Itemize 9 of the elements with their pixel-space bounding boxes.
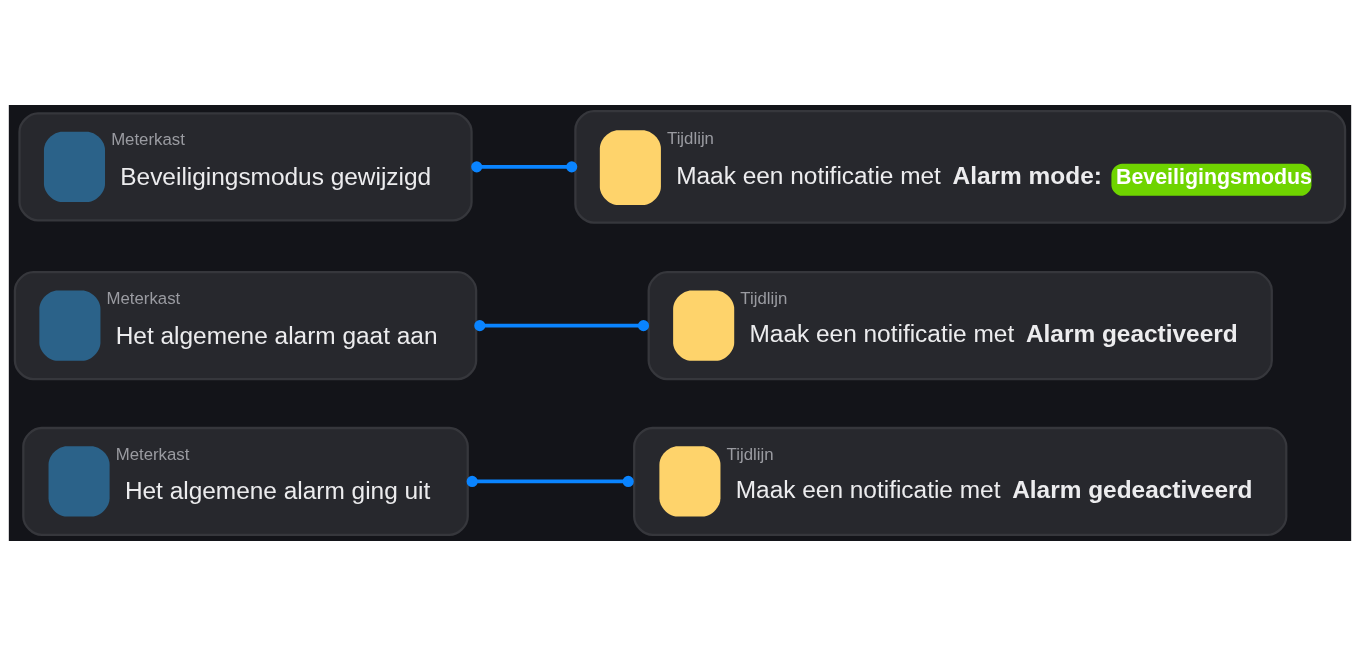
connector bbox=[466, 475, 634, 488]
node-box: Tijdlijn Maak een notificatie met Alarm mode: Beveiligingsmodus bbox=[574, 109, 1347, 224]
node-box: Meterkast Het algemene alarm gaat aan bbox=[13, 271, 478, 381]
node-box: Tijdlijn Maak een notificatie met Alarm gedeactiveerd bbox=[633, 426, 1288, 537]
node-box: Meterkast Het algemene alarm ging uit bbox=[22, 426, 469, 537]
connector bbox=[471, 161, 578, 173]
connector bbox=[474, 320, 650, 332]
node-box: Tijdlijn Maak een notificatie met Alarm geactiveerd bbox=[647, 271, 1273, 381]
node-box: Meterkast Beveiligingsmodus gewijzigd bbox=[18, 112, 473, 222]
